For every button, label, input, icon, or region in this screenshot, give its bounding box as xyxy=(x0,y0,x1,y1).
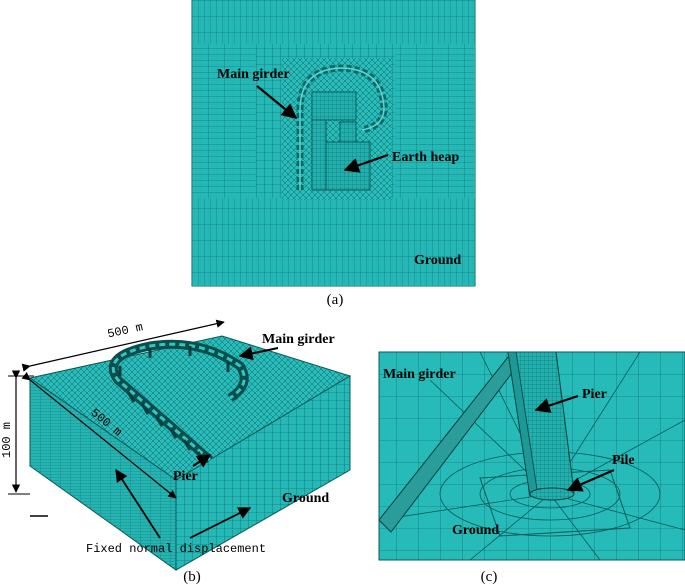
panel-a-earth-heap-label: Earth heap xyxy=(392,150,460,165)
panel-b-right-face xyxy=(175,375,351,571)
panel-c-pile xyxy=(529,487,575,501)
panel-a-main-girder-label: Main girder xyxy=(217,67,290,82)
panel-a-caption: (a) xyxy=(327,292,344,308)
panel-c-pile-label: Pile xyxy=(612,453,635,468)
panel-b-fixed-arrow-left xyxy=(115,468,161,539)
panel-a-main-girder-arrow xyxy=(256,85,298,119)
panel-b-pier-label: Pier xyxy=(173,469,198,484)
panel-b-dim-top-line xyxy=(21,319,225,372)
panel-a-ground-label: Ground xyxy=(414,253,461,268)
panel-b: 500 m 500 m 100 m Main girder Pier Groun… xyxy=(0,319,352,585)
panel-a-earth-heap-arrow xyxy=(343,153,389,173)
panel-b-dim-side-line xyxy=(21,371,177,499)
panel-c-pier-label: Pier xyxy=(582,387,607,402)
panel-b-fixed-normal-label: Fixed normal displacement xyxy=(86,542,266,556)
panel-b-fixed-arrow-right xyxy=(189,507,252,539)
panel-a: Main girder Earth heap Ground (a) xyxy=(191,0,476,308)
panel-b-dim-height-label: 100 m xyxy=(0,422,14,458)
panel-c: Main girder Pier Pile Ground (c) xyxy=(378,351,685,585)
panel-b-main-girder-arrow xyxy=(238,346,279,361)
panel-b-pier-arrow xyxy=(192,454,212,468)
earth-heap-shape xyxy=(311,91,371,191)
panel-c-pier-arrow xyxy=(534,394,579,413)
panel-c-caption: (c) xyxy=(481,569,498,585)
panel-c-pile-arrow xyxy=(566,468,615,492)
panel-b-ground-label: Ground xyxy=(282,491,329,506)
panel-b-dim-top-label: 500 m xyxy=(106,320,144,341)
panel-b-main-girder-label: Main girder xyxy=(262,332,335,347)
panel-c-main-girder-label: Main girder xyxy=(383,367,456,382)
panel-c-ground-label: Ground xyxy=(452,523,499,538)
panel-c-main-girder xyxy=(379,352,529,533)
panel-b-caption: (b) xyxy=(183,569,201,585)
